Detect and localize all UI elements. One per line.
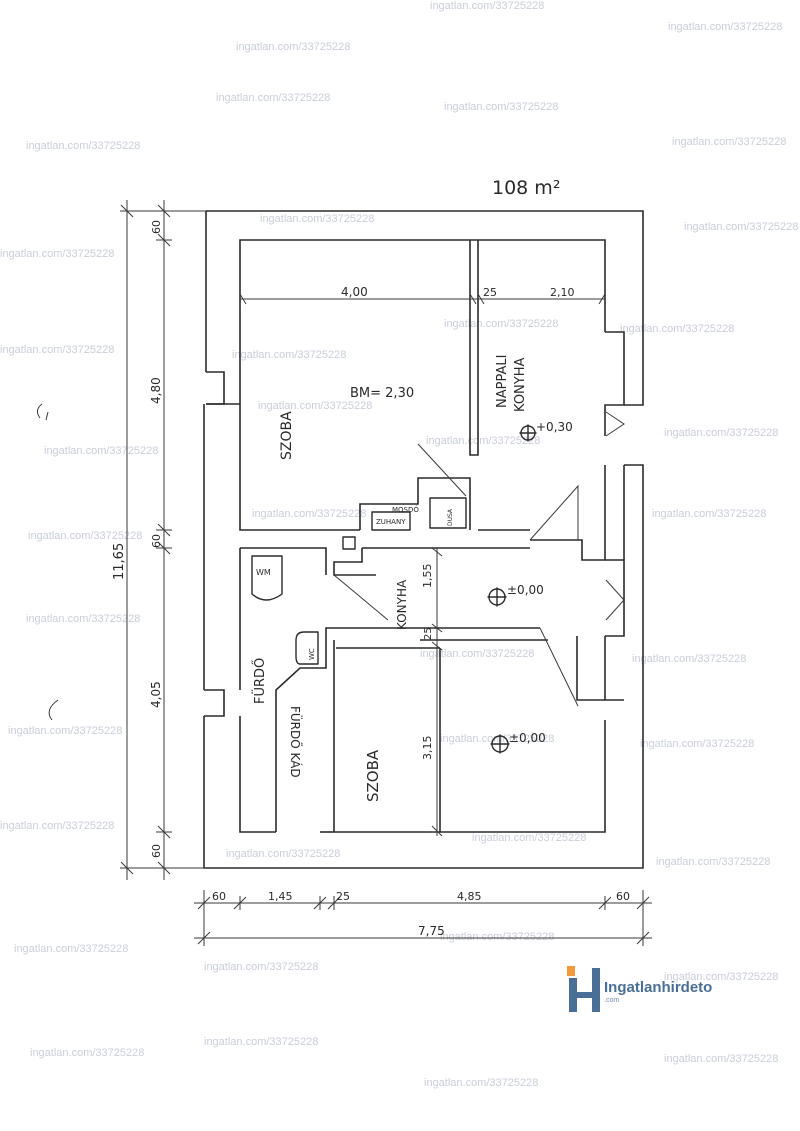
watermark: ingatlan.com/33725228 [684,221,798,233]
watermark: ingatlan.com/33725228 [232,349,346,361]
watermark: ingatlan.com/33725228 [430,0,544,12]
scan-mark [48,699,59,721]
dim-bottom-3: 25 [336,890,350,903]
dim-left-2: 4,80 [149,377,163,404]
watermark: ingatlan.com/33725228 [0,820,114,832]
logo-sub: .com [604,997,619,1004]
watermark: ingatlan.com/33725228 [44,445,158,457]
dim-mid-1: 1,55 [421,564,434,589]
watermark: ingatlan.com/33725228 [444,101,558,113]
watermark: ingatlan.com/33725228 [26,140,140,152]
watermark: ingatlan.com/33725228 [664,971,778,983]
room-label-furdo: FÜRDŐ [251,658,268,704]
level-label-nappali: +0,30 [536,420,573,434]
logo-accent [567,966,575,976]
watermark: ingatlan.com/33725228 [236,41,350,53]
watermark: ingatlan.com/33725228 [652,508,766,520]
height-note: BM= 2,30 [350,386,414,401]
room-label-szoba-bottom: SZOBA [364,749,382,802]
dimension-bottom: 60 1,45 25 4,85 60 7,75 [194,890,652,946]
dim-left-total: 11,65 [112,543,127,580]
watermark: ingatlan.com/33725228 [8,725,122,737]
dim-mid-3: 3,15 [421,736,434,761]
watermark: ingatlan.com/33725228 [440,733,554,745]
watermark: ingatlan.com/33725228 [258,400,372,412]
watermark: ingatlan.com/33725228 [204,961,318,973]
room-label-konyha: KONYHA [395,579,409,630]
logo: Ingatlanhirdeto .com [567,966,712,1012]
dim-mid-2: 25 [423,627,434,640]
watermark: ingatlan.com/33725228 [14,943,128,955]
watermark: ingatlan.com/33725228 [252,508,366,520]
dim-left-5: 60 [150,844,163,858]
level-marker-nappali: +0,30 [519,420,573,442]
watermark: ingatlan.com/33725228 [420,648,534,660]
dim-bottom-5: 60 [616,890,630,903]
dim-bottom-4: 4,85 [457,890,482,903]
area-label: 108 m² [492,177,560,199]
watermark: ingatlan.com/33725228 [216,92,330,104]
watermark: ingatlan.com/33725228 [260,213,374,225]
fixture-label-wm: WM [256,568,271,577]
scan-mark [36,403,49,421]
room-label-szoba-top: SZOBA [279,411,295,460]
watermark: ingatlan.com/33725228 [664,1053,778,1065]
dimension-middle: 1,55 25 3,15 [421,547,443,837]
watermark: ingatlan.com/33725228 [656,856,770,868]
watermark: ingatlan.com/33725228 [668,21,782,33]
doors [333,411,625,707]
dim-top-2: 25 [483,286,497,299]
watermark: ingatlan.com/33725228 [226,848,340,860]
watermark: ingatlan.com/33725228 [204,1036,318,1048]
dimension-left: 60 4,80 60 4,05 60 11,65 [112,200,206,880]
watermark: ingatlan.com/33725228 [664,427,778,439]
watermark: ingatlan.com/33725228 [0,344,114,356]
dim-bottom-1: 60 [212,890,226,903]
watermark: ingatlan.com/33725228 [0,248,114,260]
dim-bottom-total: 7,75 [418,924,445,938]
dim-left-1: 60 [150,220,163,234]
watermark: ingatlan.com/33725228 [672,136,786,148]
watermark: ingatlan.com/33725228 [444,318,558,330]
dim-left-4: 4,05 [149,681,163,708]
watermark: ingatlan.com/33725228 [26,613,140,625]
fixture-label-wc: WC [308,648,316,660]
room-label-nappali-konyha: KONYHA [513,358,528,412]
fixture-label-zuhany: ZUHANY [376,518,406,526]
level-marker-konyha: ±0,00 [487,583,544,607]
dim-top-3: 2,10 [550,286,575,299]
walls [203,210,644,869]
watermark: ingatlan.com/33725228 [620,323,734,335]
room-label-nappali: NAPPALI [495,355,510,408]
watermark: ingatlan.com/33725228 [424,1077,538,1089]
watermark: ingatlan.com/33725228 [632,653,746,665]
dim-left-3: 60 [150,534,163,548]
watermark: ingatlan.com/33725228 [30,1047,144,1059]
logo-name: Ingatlanhirdeto [604,979,712,996]
fixtures [251,497,467,665]
watermark: ingatlan.com/33725228 [640,738,754,750]
fixture-label-dusa: DUSA [447,508,454,526]
fixture-label-mosdo: MOSDÓ [392,505,419,514]
level-label-konyha: ±0,00 [507,583,544,597]
dim-bottom-2: 1,45 [268,890,293,903]
dim-top-1: 4,00 [341,285,368,299]
logo-mark [569,968,600,1012]
watermark: ingatlan.com/33725228 [472,832,586,844]
level-marker-szoba: ±0,00 [490,731,546,754]
watermark-layer: ingatlan.com/33725228 ingatlan.com/33725… [0,0,798,1089]
watermark: ingatlan.com/33725228 [426,435,540,447]
watermark: ingatlan.com/33725228 [440,931,554,943]
room-label-furdo-kad: FÜRDŐ KÁD [288,706,304,778]
watermark: ingatlan.com/33725228 [28,530,142,542]
level-label-szoba: ±0,00 [509,731,546,745]
dimension-top-inner: 4,00 25 2,10 [239,285,606,305]
